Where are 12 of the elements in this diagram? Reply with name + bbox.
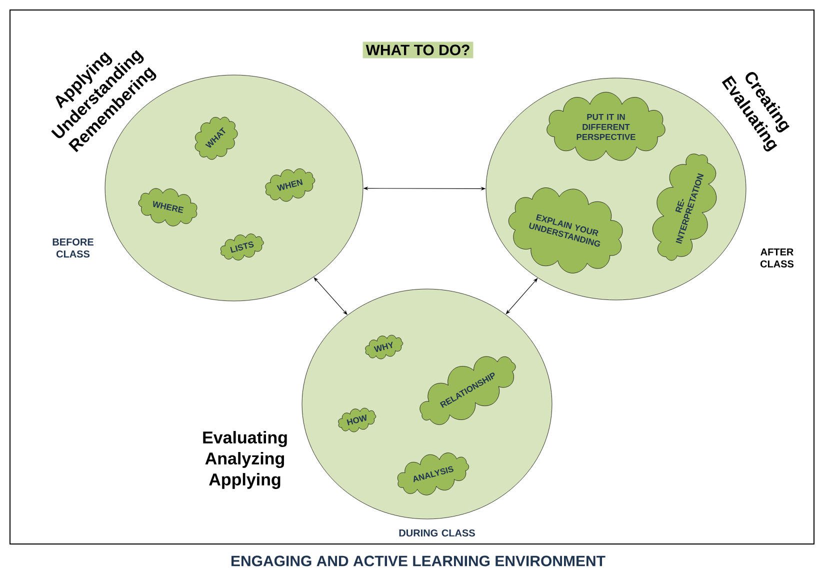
cloud: HOW bbox=[338, 408, 376, 432]
title: WHAT TO DO? bbox=[362, 42, 474, 58]
side-label: DURING CLASS bbox=[399, 529, 475, 537]
cloud: LISTS bbox=[220, 234, 264, 260]
side-label: BEFORE CLASS bbox=[52, 238, 94, 258]
cloud: WHY bbox=[365, 334, 404, 360]
cloud: WHERE bbox=[138, 188, 198, 226]
side-label: Evaluating Analyzing Applying bbox=[203, 431, 287, 489]
side-label: AFTER CLASS bbox=[760, 248, 794, 268]
caption: ENGAGING AND ACTIVE LEARNING ENVIRONMENT bbox=[232, 556, 606, 566]
cloud: WHEN bbox=[265, 168, 316, 202]
cloud: PUT IT IN DIFFERENT PERSPECTIVE bbox=[546, 92, 666, 161]
